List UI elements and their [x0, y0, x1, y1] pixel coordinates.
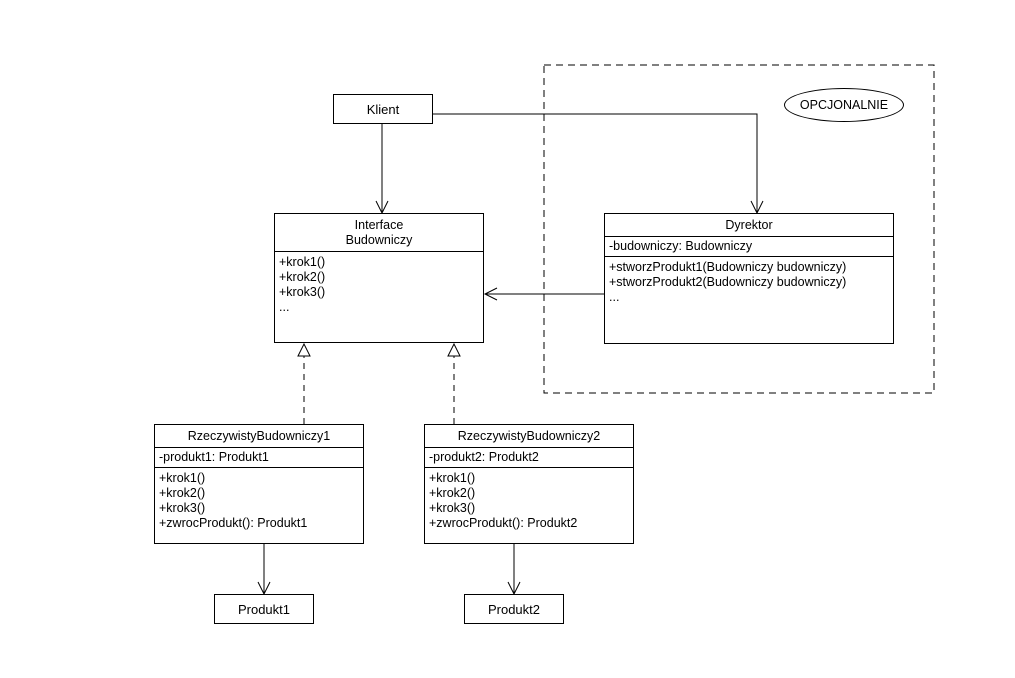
product-2-label: Produkt2	[487, 601, 541, 617]
concrete-builder-2-name: RzeczywistyBudowniczy2	[457, 429, 601, 443]
director-to-interface-arrow	[483, 287, 604, 301]
optional-badge: OPCJONALNIE	[784, 88, 904, 122]
operation: +krok3()	[279, 285, 326, 299]
client-to-director-arrow	[432, 113, 764, 215]
concrete-builder-1-attributes: -produkt1: Produkt1	[155, 448, 363, 468]
concrete-builder-1-name: RzeczywistyBudowniczy1	[187, 429, 331, 443]
director-name: Dyrektor	[725, 218, 773, 232]
concrete-builder-2-class[interactable]: RzeczywistyBudowniczy2 -produkt2: Produk…	[424, 424, 634, 544]
operation: +stworzProdukt2(Budowniczy budowniczy)	[609, 275, 847, 289]
builder1-to-product1-arrow	[257, 543, 271, 596]
operation: +krok3()	[429, 501, 476, 515]
director-attributes: -budowniczy: Budowniczy	[605, 237, 893, 257]
operation: +krok1()	[279, 255, 326, 269]
builder-interface-operations: +krok1() +krok2() +krok3() ...	[275, 252, 483, 318]
attribute: -produkt2: Produkt2	[429, 450, 539, 464]
realization-2-arrow	[447, 342, 461, 424]
attribute: -budowniczy: Budowniczy	[609, 239, 753, 253]
operation: +stworzProdukt1(Budowniczy budowniczy)	[609, 260, 847, 274]
builder-interface-class[interactable]: Interface Budowniczy +krok1() +krok2() +…	[274, 213, 484, 343]
operation: +krok2()	[429, 486, 476, 500]
concrete-builder-1-class[interactable]: RzeczywistyBudowniczy1 -produkt1: Produk…	[154, 424, 364, 544]
attribute: -produkt1: Produkt1	[159, 450, 269, 464]
concrete-builder-2-header: RzeczywistyBudowniczy2	[425, 425, 633, 448]
operation: +krok2()	[159, 486, 206, 500]
operation: +zwrocProdukt(): Produkt1	[159, 516, 308, 530]
director-operations: +stworzProdukt1(Budowniczy budowniczy) +…	[605, 257, 893, 308]
optional-region-frame	[543, 64, 935, 394]
builder-interface-header: Interface Budowniczy	[275, 214, 483, 252]
operation: +zwrocProdukt(): Produkt2	[429, 516, 578, 530]
realization-1-arrow	[297, 342, 311, 424]
operation: +krok1()	[159, 471, 206, 485]
product-1-box[interactable]: Produkt1	[214, 594, 314, 624]
operation: +krok1()	[429, 471, 476, 485]
director-header: Dyrektor	[605, 214, 893, 237]
operation: ...	[609, 290, 620, 304]
concrete-builder-1-operations: +krok1() +krok2() +krok3() +zwrocProdukt…	[155, 468, 363, 534]
builder2-to-product2-arrow	[507, 543, 521, 596]
client-to-interface-arrow	[375, 123, 389, 215]
operation: +krok3()	[159, 501, 206, 515]
operation: +krok2()	[279, 270, 326, 284]
director-class[interactable]: Dyrektor -budowniczy: Budowniczy +stworz…	[604, 213, 894, 344]
client-box[interactable]: Klient	[333, 94, 433, 124]
concrete-builder-1-header: RzeczywistyBudowniczy1	[155, 425, 363, 448]
product-1-label: Produkt1	[237, 601, 291, 617]
concrete-builder-2-attributes: -produkt2: Produkt2	[425, 448, 633, 468]
concrete-builder-2-operations: +krok1() +krok2() +krok3() +zwrocProdukt…	[425, 468, 633, 534]
builder-interface-name: Budowniczy	[345, 233, 413, 247]
builder-interface-stereotype: Interface	[354, 218, 404, 232]
product-2-box[interactable]: Produkt2	[464, 594, 564, 624]
client-label: Klient	[366, 101, 400, 117]
optional-badge-label: OPCJONALNIE	[799, 98, 889, 112]
operation: ...	[279, 300, 290, 314]
